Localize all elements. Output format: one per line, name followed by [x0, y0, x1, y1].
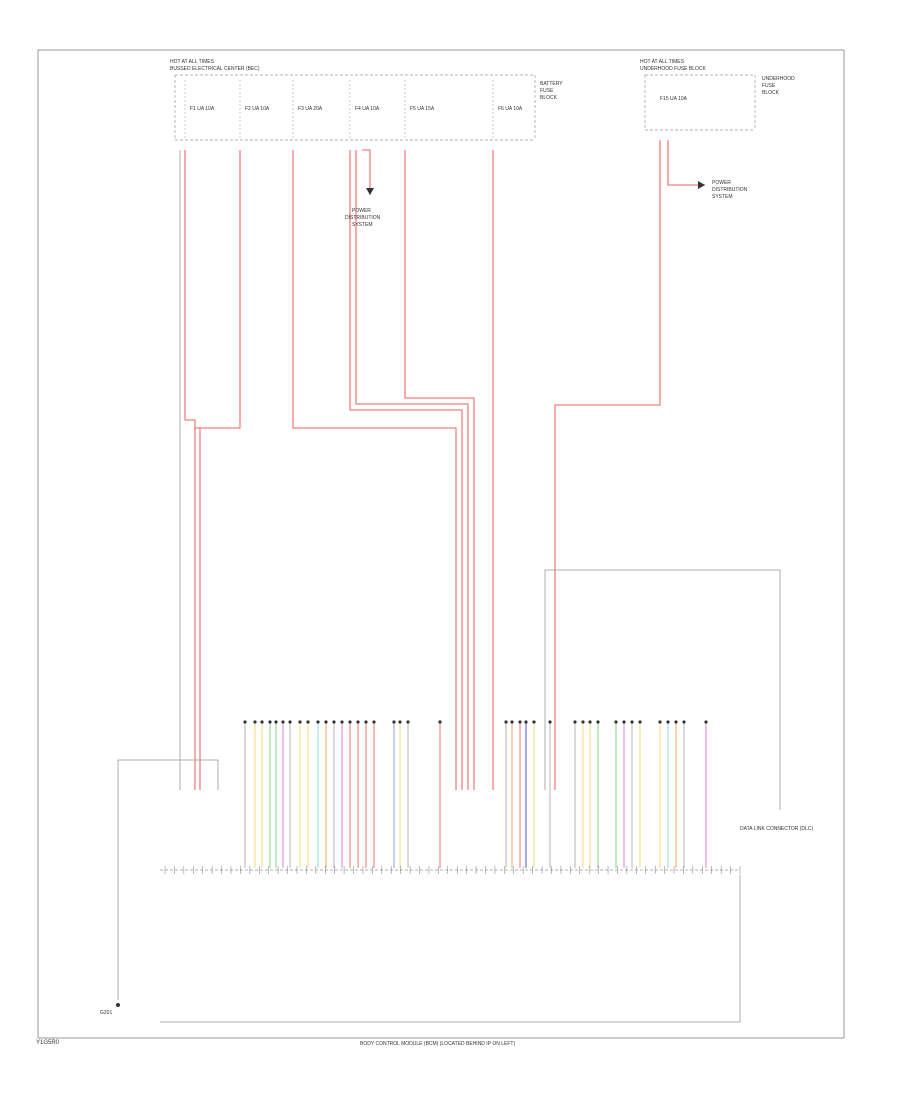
bcm-pin-terminal: [510, 720, 514, 724]
bcm-pin-terminal: [356, 720, 360, 724]
bcm-pin-terminal: [348, 720, 352, 724]
svg-text:DISTRIBUTION: DISTRIBUTION: [712, 187, 748, 193]
fuse-label-5: F5 UA 15A: [410, 106, 435, 112]
bcm-pin-terminal: [518, 720, 522, 724]
svg-text:POWER: POWER: [712, 180, 731, 186]
bcm-pin-terminal: [243, 720, 247, 724]
bcm-pin-terminal: [622, 720, 626, 724]
bcm-pin-terminal: [316, 720, 320, 724]
top-left-fuse-block: HOT AT ALL TIMES BUSSED ELECTRICAL CENTE…: [170, 59, 563, 141]
destination-arrows: POWER DISTRIBUTION SYSTEM POWER DISTRIBU…: [345, 180, 748, 228]
bcm-pin-terminal: [324, 720, 328, 724]
bcm-pin-terminal: [504, 720, 508, 724]
bcm-pin-terminal: [364, 720, 368, 724]
bcm-pin-terminal: [524, 720, 528, 724]
svg-text:BLOCK: BLOCK: [762, 90, 780, 96]
svg-text:SYSTEM: SYSTEM: [352, 222, 373, 228]
bcm-pin-terminal: [372, 720, 376, 724]
svg-text:SYSTEM: SYSTEM: [712, 194, 733, 200]
module-label: BODY CONTROL MODULE (BCM) (LOCATED BEHIN…: [360, 1041, 515, 1047]
svg-text:FUSE: FUSE: [762, 83, 776, 89]
ground-label: G201: [100, 1010, 112, 1016]
top-right-fuse-label: F15 UA 10A: [660, 96, 688, 102]
svg-text:POWER: POWER: [352, 208, 371, 214]
bcm-pin-terminal: [274, 720, 278, 724]
bcm-pin-terminal: [581, 720, 585, 724]
svg-text:FUSE: FUSE: [540, 88, 554, 94]
top-left-block-label: HOT AT ALL TIMES: [170, 59, 215, 65]
top-left-block-sublabel: BUSSED ELECTRICAL CENTER (BEC): [170, 66, 260, 72]
bcm-pin-terminal: [260, 720, 264, 724]
fuse-label-4: F4 UA 10A: [355, 106, 380, 112]
dlc-connector: DATA LINK CONNECTOR (DLC): [740, 640, 813, 832]
bcm-pin-terminal: [588, 720, 592, 724]
bcm-pin-terminal: [268, 720, 272, 724]
bcm-pin-terminal: [406, 720, 410, 724]
svg-text:DISTRIBUTION: DISTRIBUTION: [345, 215, 381, 221]
bcm-pin-terminal: [674, 720, 678, 724]
top-right-block-label: HOT AT ALL TIMES: [640, 59, 685, 65]
top-left-fuses: F1 UA 10A F2 UA 10A F3 UA 20A F4 UA 10A …: [190, 106, 523, 112]
svg-text:BLOCK: BLOCK: [540, 95, 558, 101]
top-right-block-sublabel: UNDERHOOD FUSE BLOCK: [640, 66, 707, 72]
bcm-pin-terminal: [298, 720, 302, 724]
footer-id: Y1G5R0: [36, 1040, 60, 1046]
bcm-pin-labels: [164, 866, 741, 874]
svg-text:BATTERY: BATTERY: [540, 81, 563, 87]
bcm-pin-terminal: [548, 720, 552, 724]
bcm-pin-terminal: [332, 720, 336, 724]
bcm-pin-terminal: [306, 720, 310, 724]
fuse-internals: [184, 80, 494, 140]
bcm-pin-wires: [243, 720, 708, 868]
bcm-pin-terminal: [614, 720, 618, 724]
bcm-pin-terminal: [392, 720, 396, 724]
top-right-fuse-block: HOT AT ALL TIMES UNDERHOOD FUSE BLOCK F1…: [640, 59, 795, 131]
fuse-label-6: F6 UA 10A: [498, 106, 523, 112]
bcm-pin-terminal: [682, 720, 686, 724]
bcm-pin-terminal: [573, 720, 577, 724]
bcm-pin-terminal: [398, 720, 402, 724]
ground-g201: G201: [100, 1003, 120, 1016]
bcm-pin-terminal: [253, 720, 257, 724]
fuse-label-3: F3 UA 20A: [298, 106, 323, 112]
bcm-pin-terminal: [630, 720, 634, 724]
bcm-pin-terminal: [658, 720, 662, 724]
bcm-pin-terminal: [288, 720, 292, 724]
bcm-pin-terminal: [281, 720, 285, 724]
bcm-pin-terminal: [704, 720, 708, 724]
bcm-connector-region: BODY CONTROL MODULE (BCM) (LOCATED BEHIN…: [160, 869, 740, 1047]
power-wires: [184, 140, 705, 790]
bcm-pin-terminal: [438, 720, 442, 724]
bcm-pin-terminal: [340, 720, 344, 724]
bcm-pin-terminal: [532, 720, 536, 724]
dlc-label: DATA LINK CONNECTOR (DLC): [740, 826, 813, 832]
bcm-pin-terminal: [638, 720, 642, 724]
bcm-pin-terminal: [666, 720, 670, 724]
fuse-label-1: F1 UA 10A: [190, 106, 215, 112]
signal-wires: [117, 150, 781, 1023]
diagram-frame: [37, 49, 845, 1039]
bcm-pin-terminal: [596, 720, 600, 724]
svg-text:UNDERHOOD: UNDERHOOD: [762, 76, 795, 82]
fuse-label-2: F2 UA 10A: [245, 106, 270, 112]
